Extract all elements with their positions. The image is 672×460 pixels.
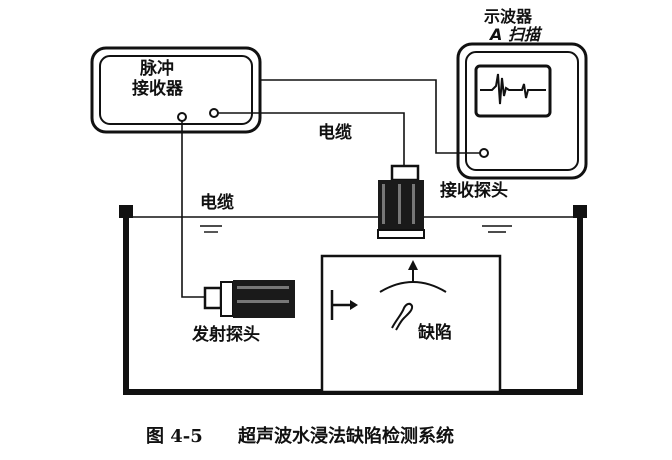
oscilloscope-box	[456, 42, 588, 180]
cable-to-transmit-probe	[181, 121, 205, 298]
a-scan-trace	[480, 73, 546, 105]
water-ripples	[200, 225, 512, 233]
cable-label-top: 电缆	[318, 123, 352, 143]
defect-label: 缺陷	[418, 323, 452, 343]
pulser-receiver-box	[90, 46, 262, 134]
pulser-receiver-label-line1: 脉冲	[140, 59, 174, 79]
cable-label-left: 电缆	[200, 193, 234, 213]
oscilloscope-label-line1: 示波器	[484, 7, 533, 26]
cable-to-receive-probe	[218, 112, 405, 166]
pulser-port-left	[177, 112, 187, 122]
pulser-port-right	[209, 108, 219, 118]
transmit-probe-label: 发射探头	[192, 325, 260, 345]
receive-probe	[377, 164, 425, 239]
figure-title: 超声波水浸法缺陷检测系统	[238, 426, 454, 447]
oscilloscope-label-line2: A 扫描	[490, 25, 540, 44]
test-specimen	[320, 254, 502, 394]
figure-number: 图 4-5	[146, 426, 203, 447]
transmit-probe	[203, 280, 295, 318]
beam-marker	[330, 290, 358, 320]
cable-pulser-to-scope	[260, 79, 480, 154]
reflection-arc	[379, 260, 447, 293]
defect-flaw	[391, 302, 414, 331]
receive-probe-label: 接收探头	[440, 181, 508, 201]
oscilloscope-port	[479, 148, 489, 158]
pulser-receiver-label-line2: 接收器	[132, 79, 183, 99]
